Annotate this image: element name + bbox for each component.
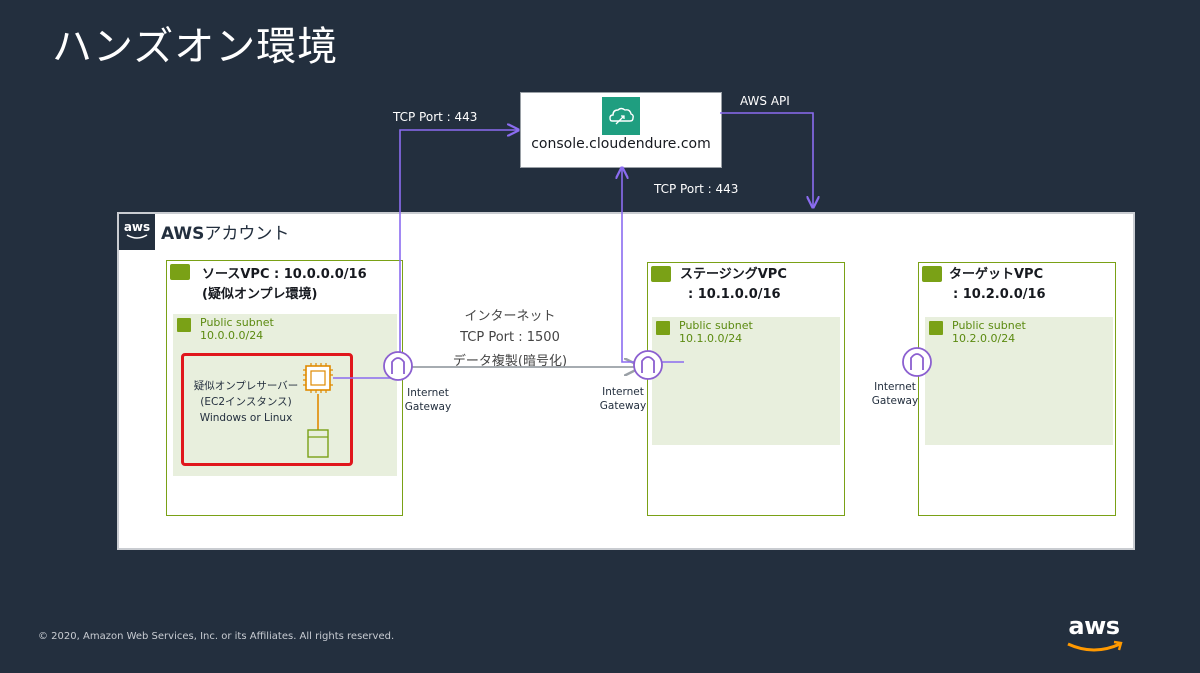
cloudendure-console-box: console.cloudendure.com (520, 92, 722, 168)
subnet-staging: Public subnet 10.1.0.0/24 (652, 317, 840, 445)
label-tcp-443-right: TCP Port : 443 (654, 182, 739, 196)
vpc-cloud-icon (651, 266, 671, 282)
subnet-source-label: Public subnet 10.0.0.0/24 (200, 316, 274, 342)
label-tcp-443-left: TCP Port : 443 (393, 110, 478, 124)
account-title: AWSアカウント (161, 224, 290, 244)
vpc-staging: ステージングVPC : 10.1.0.0/16 Public subnet 10… (647, 262, 845, 516)
vpc-cloud-icon (170, 264, 190, 280)
subnet-staging-label: Public subnet 10.1.0.0/24 (679, 319, 753, 345)
cloudendure-icon (602, 97, 640, 135)
gateway-label-staging: Internet Gateway (599, 386, 647, 412)
vpc-source-title: ソースVPC : 10.0.0.0/16 (疑似オンプレ環境) (202, 267, 367, 302)
vpc-source: ソースVPC : 10.0.0.0/16 (疑似オンプレ環境) Public s… (166, 260, 403, 516)
lock-icon (929, 321, 943, 335)
internet-gateway-icon (902, 347, 932, 377)
slide-title: ハンズオン環境 (52, 24, 339, 70)
subnet-source: Public subnet 10.0.0.0/24 (173, 314, 397, 476)
vpc-target-title: ターゲットVPC : 10.2.0.0/16 (949, 267, 1046, 302)
lock-icon (656, 321, 670, 335)
copyright-footer: © 2020, Amazon Web Services, Inc. or its… (38, 631, 395, 642)
subnet-target: Public subnet 10.2.0.0/24 (925, 317, 1113, 445)
gateway-label-source: Internet Gateway (404, 387, 452, 413)
internet-gateway-icon (633, 350, 663, 380)
label-aws-api: AWS API (740, 94, 790, 108)
internet-gateway-icon (383, 351, 413, 381)
vpc-target: ターゲットVPC : 10.2.0.0/16 Public subnet 10.… (918, 262, 1116, 516)
label-internet: インターネット (464, 309, 556, 324)
subnet-target-label: Public subnet 10.2.0.0/24 (952, 319, 1026, 345)
cloudendure-domain: console.cloudendure.com (531, 136, 711, 152)
staging-to-cloudendure-arrow (622, 168, 684, 363)
label-tcp-1500: TCP Port : 1500 (460, 330, 560, 345)
aws-smile-icon (1067, 640, 1123, 652)
gateway-label-target: Internet Gateway (871, 381, 919, 407)
aws-smile-icon (126, 234, 148, 239)
lock-icon (177, 318, 191, 332)
label-data-replication: データ複製(暗号化) (452, 354, 568, 369)
vpc-cloud-icon (922, 266, 942, 282)
source-to-cloudendure-arrow (399, 130, 518, 360)
onprem-server-label: 疑似オンプレサーバー (EC2インスタンス) Windows or Linux (193, 380, 299, 424)
vpc-staging-title: ステージングVPC : 10.1.0.0/16 (680, 267, 787, 302)
aws-account-logo: aws (119, 214, 155, 250)
ec2-chip-icon (303, 363, 333, 393)
aws-brand-logo: aws (1062, 612, 1126, 656)
cloudendure-to-awsapi-arrow (720, 112, 813, 207)
onprem-server-highlight (181, 353, 353, 466)
ebs-volume-icon (307, 429, 329, 458)
